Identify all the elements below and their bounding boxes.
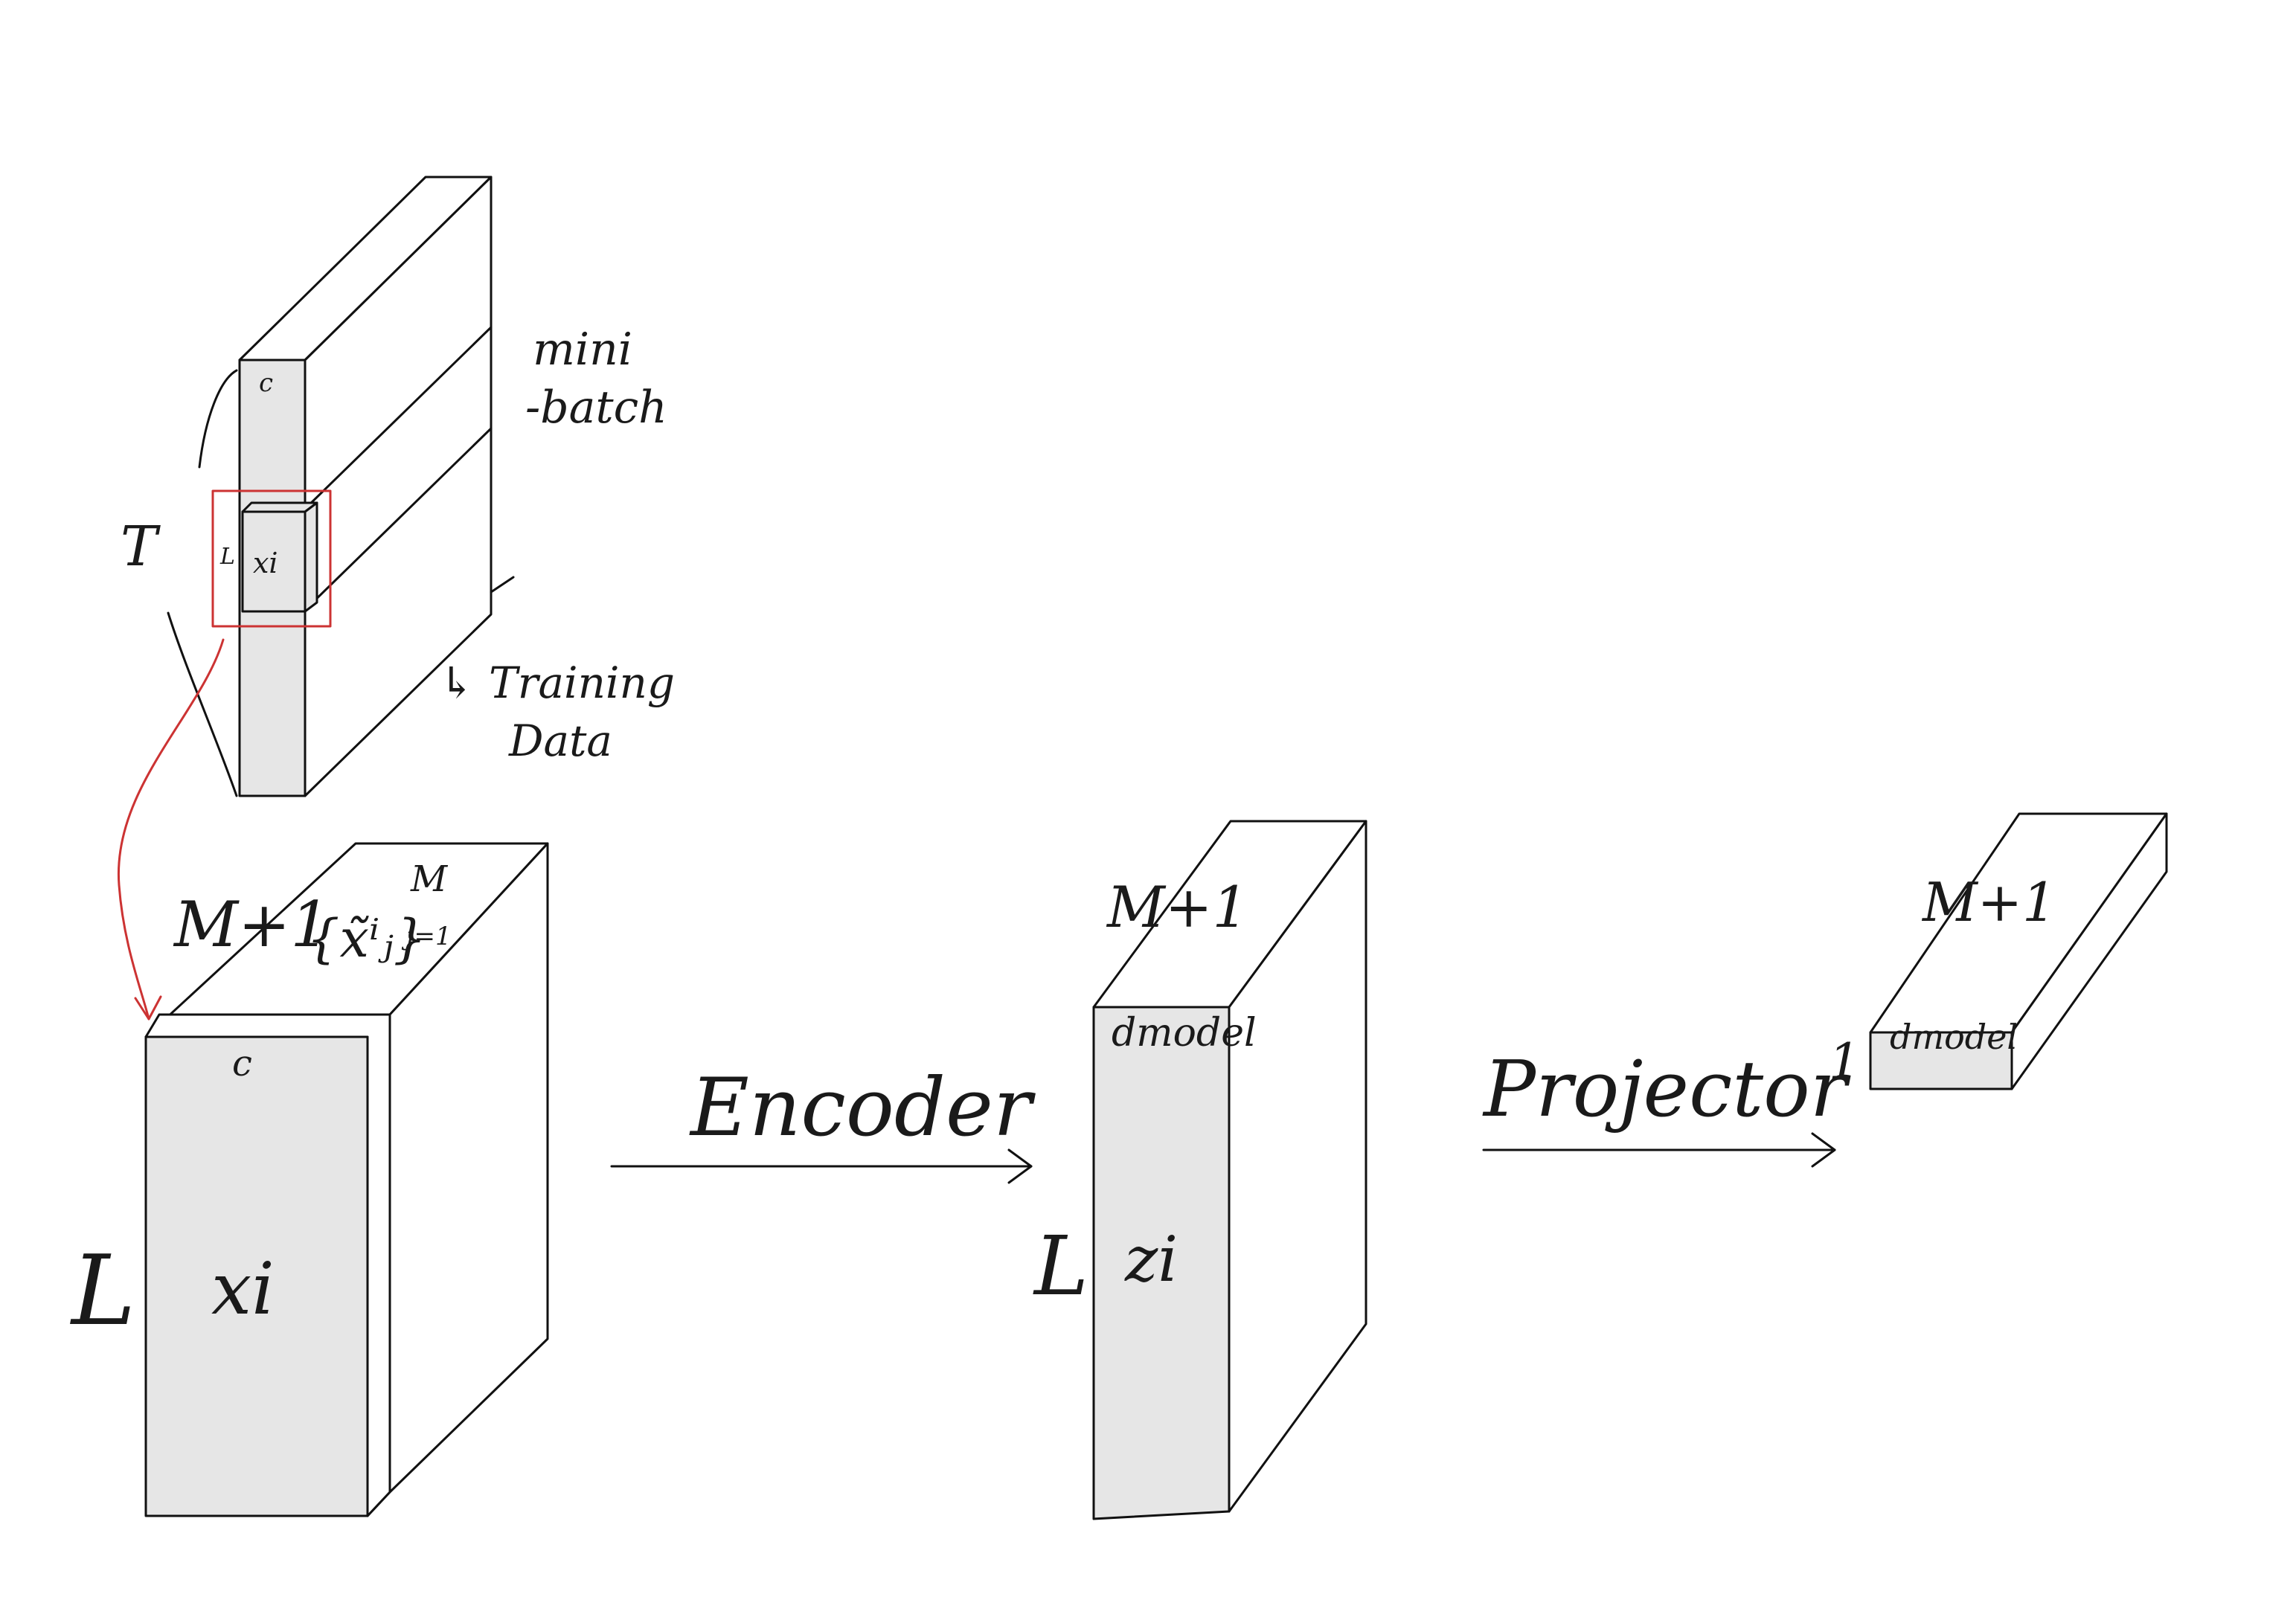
window-var-label: xi (253, 547, 278, 579)
sampling-arrow (117, 638, 225, 1021)
encoded-var-label: zi (1124, 1223, 1178, 1296)
training-block-base-line (490, 576, 515, 594)
training-data-label-2: Data (508, 716, 612, 766)
input-set-label: {x̃ⁱⱼ} (307, 908, 426, 969)
input-channel-label: c (232, 1043, 252, 1084)
projector-arrow-head (1811, 1132, 1836, 1168)
encoded-block: M+1 dmodel L zi (1033, 820, 1367, 1520)
input-block: M+1 {x̃ⁱⱼ} M j=1 c L xi (70, 842, 549, 1517)
encoder-arrow-head (1007, 1148, 1033, 1184)
time-length-brace (198, 369, 238, 469)
minibatch-label: mini (533, 324, 632, 376)
encoder-arrow: Encoder (610, 1061, 1036, 1184)
encoded-views-label: M+1 (1106, 874, 1248, 940)
sampling-arrow-head (134, 995, 162, 1021)
projected-length-label: 1 (1829, 1033, 1860, 1090)
projector-arrow: Projector (1482, 1044, 1851, 1168)
input-block-front-face (144, 1035, 369, 1517)
input-length-label: L (70, 1234, 135, 1347)
projected-dim-label: dmodel (1890, 1017, 2018, 1057)
window-length-label: L (219, 544, 235, 570)
encoded-block-front-face (1092, 1006, 1231, 1520)
projected-block-front-face (1869, 1031, 2013, 1090)
slice-line-2 (304, 427, 493, 611)
sampling-arrow-curve (117, 638, 225, 1021)
projector-label: Projector (1482, 1044, 1851, 1134)
window-box-front (241, 510, 307, 613)
window-highlight-box (211, 489, 332, 628)
window-box-side (304, 501, 318, 613)
encoded-length-label: L (1033, 1218, 1088, 1314)
training-channel-label: c (259, 368, 273, 398)
slice-line-1 (304, 326, 493, 510)
input-var-label: xi (211, 1247, 275, 1331)
minibatch-label-2: -batch (525, 382, 667, 434)
time-length-label: T (121, 515, 161, 579)
input-views-label: M+1 (173, 888, 330, 961)
projected-block: M+1 dmodel 1 (1829, 812, 2168, 1090)
encoded-dim-label: dmodel (1112, 1011, 1257, 1055)
training-data-label: ↳ Training (439, 658, 675, 708)
projected-views-label: M+1 (1921, 871, 2056, 933)
encoder-label: Encoder (689, 1061, 1036, 1154)
input-set-lower: j=1 (401, 922, 452, 951)
training-data-block: c T L xi mini -batch ↳ Training Data (121, 176, 675, 797)
time-length-brace-lower (167, 611, 238, 797)
input-set-upper: M (410, 858, 449, 900)
